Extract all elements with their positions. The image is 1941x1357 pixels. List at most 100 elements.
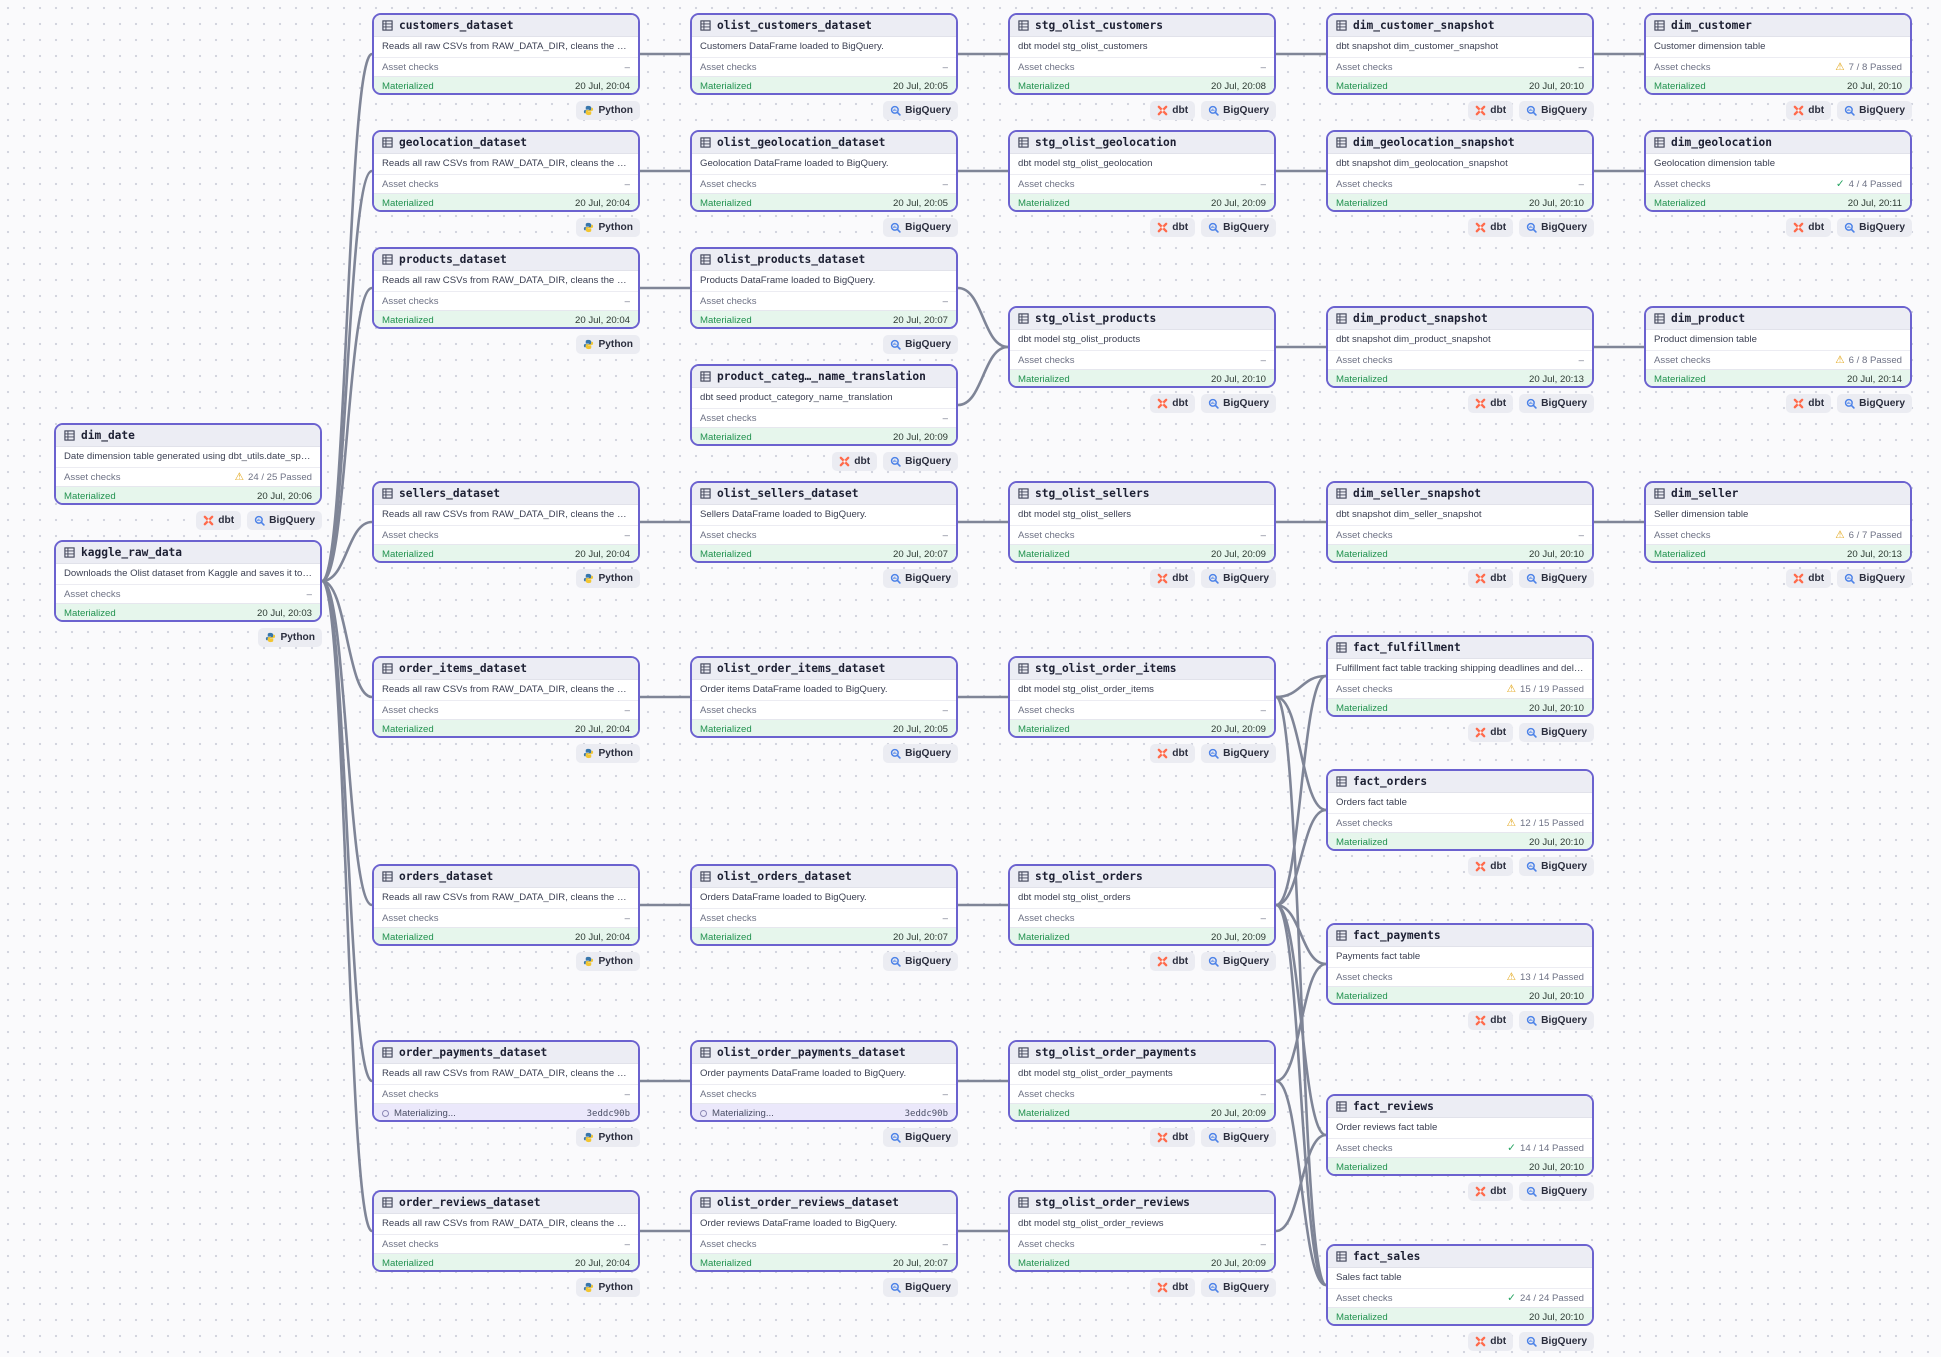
kind-tag-python[interactable]: Python [576, 569, 640, 588]
kind-tag-python[interactable]: Python [576, 1128, 640, 1147]
kind-tag-dbt[interactable]: dbt [1150, 1128, 1196, 1147]
kind-tag-bigquery[interactable]: BigQuery [1201, 744, 1276, 763]
kind-tag-dbt[interactable]: dbt [1150, 101, 1196, 120]
kind-tag-dbt[interactable]: dbt [1150, 569, 1196, 588]
kind-tag-bigquery[interactable]: BigQuery [1201, 101, 1276, 120]
kind-tag-bigquery[interactable]: BigQuery [1201, 218, 1276, 237]
kind-tag-bigquery[interactable]: BigQuery [1201, 952, 1276, 971]
kind-tag-dbt[interactable]: dbt [1468, 218, 1514, 237]
kind-tag-dbt[interactable]: dbt [1468, 723, 1514, 742]
kind-tag-python[interactable]: Python [258, 628, 322, 647]
kind-tag-dbt[interactable]: dbt [1786, 394, 1832, 413]
kind-tag-bigquery[interactable]: BigQuery [1201, 394, 1276, 413]
kind-tag-python[interactable]: Python [576, 1278, 640, 1297]
kind-tag-bigquery[interactable]: BigQuery [883, 1278, 958, 1297]
kind-tag-bigquery[interactable]: BigQuery [883, 744, 958, 763]
kind-tag-bigquery[interactable]: BigQuery [1201, 1128, 1276, 1147]
kind-tag-bigquery[interactable]: BigQuery [1519, 857, 1594, 876]
kind-tag-bigquery[interactable]: BigQuery [1519, 723, 1594, 742]
kind-tag-dbt[interactable]: dbt [1468, 1332, 1514, 1351]
kind-tag-dbt[interactable]: dbt [196, 511, 242, 530]
kind-tag-dbt[interactable]: dbt [1150, 394, 1196, 413]
kind-tag-dbt[interactable]: dbt [1468, 569, 1514, 588]
kind-tag-dbt[interactable]: dbt [1150, 744, 1196, 763]
kind-tag-dbt[interactable]: dbt [1786, 101, 1832, 120]
kind-tag-dbt[interactable]: dbt [1468, 101, 1514, 120]
kind-tag-bigquery[interactable]: BigQuery [1519, 1182, 1594, 1201]
kind-tag-python[interactable]: Python [576, 335, 640, 354]
kind-tag-python[interactable]: Python [576, 744, 640, 763]
kind-tag-bigquery[interactable]: BigQuery [1519, 394, 1594, 413]
kind-tag-python[interactable]: Python [576, 218, 640, 237]
kind-tag-bigquery[interactable]: BigQuery [1519, 569, 1594, 588]
kind-tag-dbt[interactable]: dbt [1468, 857, 1514, 876]
kind-tag-bigquery[interactable]: BigQuery [1519, 218, 1594, 237]
kind-tag-bigquery[interactable]: BigQuery [1201, 1278, 1276, 1297]
kind-tag-bigquery[interactable]: BigQuery [247, 511, 322, 530]
kind-tag-dbt[interactable]: dbt [1786, 218, 1832, 237]
kind-tag-bigquery[interactable]: BigQuery [1837, 569, 1912, 588]
kind-tag-bigquery[interactable]: BigQuery [883, 101, 958, 120]
kind-tag-bigquery[interactable]: BigQuery [1519, 101, 1594, 120]
kind-tag-dbt[interactable]: dbt [1786, 569, 1832, 588]
kind-tag-python[interactable]: Python [576, 952, 640, 971]
kind-tag-bigquery[interactable]: BigQuery [883, 335, 958, 354]
kind-tag-dbt[interactable]: dbt [832, 452, 878, 471]
kind-tag-bigquery[interactable]: BigQuery [1519, 1011, 1594, 1030]
kind-tag-dbt[interactable]: dbt [1468, 1182, 1514, 1201]
kind-tag-dbt[interactable]: dbt [1150, 218, 1196, 237]
kind-tag-dbt[interactable]: dbt [1468, 394, 1514, 413]
kind-tag-bigquery[interactable]: BigQuery [883, 952, 958, 971]
kind-tag-dbt[interactable]: dbt [1150, 1278, 1196, 1297]
kind-tag-dbt[interactable]: dbt [1468, 1011, 1514, 1030]
kind-tag-bigquery[interactable]: BigQuery [883, 452, 958, 471]
kind-tag-bigquery[interactable]: BigQuery [1837, 394, 1912, 413]
kind-tag-bigquery[interactable]: BigQuery [1837, 218, 1912, 237]
kind-tag-bigquery[interactable]: BigQuery [883, 569, 958, 588]
kind-tag-bigquery[interactable]: BigQuery [883, 218, 958, 237]
kind-tag-python[interactable]: Python [576, 101, 640, 120]
kind-tag-bigquery[interactable]: BigQuery [883, 1128, 958, 1147]
